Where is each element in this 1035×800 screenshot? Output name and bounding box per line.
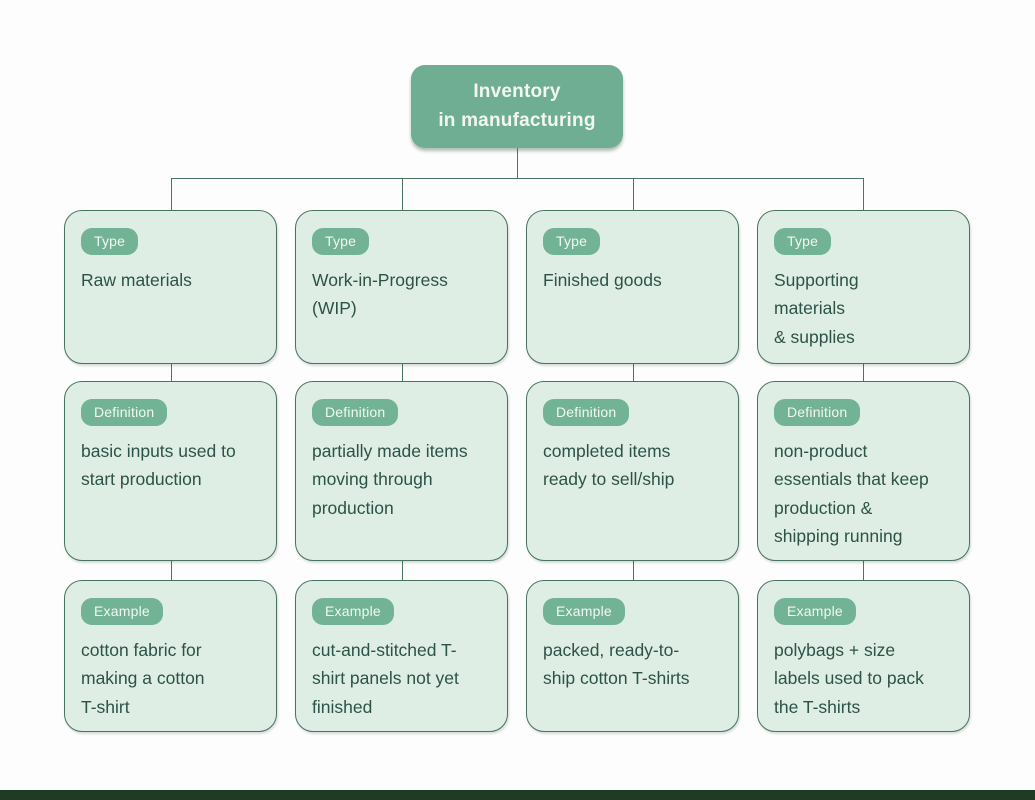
type-badge: Type <box>774 228 832 255</box>
card-text: non-product essentials that keep product… <box>774 441 929 547</box>
type-badge: Type <box>81 228 139 255</box>
card-text: Finished goods <box>543 270 662 290</box>
card-example-raw-materials: Example cotton fabric for making a cotto… <box>64 580 277 732</box>
card-type-supporting-materials: Type Supporting materials & supplies <box>757 210 970 364</box>
connector-col3-row1-row2 <box>632 364 634 381</box>
connector-col3-row2-row3 <box>632 561 634 580</box>
connector-col2-drop <box>401 178 403 210</box>
card-text: polybags + size labels used to pack the … <box>774 640 924 717</box>
card-text: basic inputs used to start production <box>81 441 236 490</box>
card-text: Supporting materials & supplies <box>774 270 859 347</box>
card-type-wip: Type Work-in-Progress (WIP) <box>295 210 508 364</box>
example-badge: Example <box>774 598 856 625</box>
connector-col4-row2-row3 <box>863 561 864 580</box>
card-example-wip: Example cut-and-stitched T- shirt panels… <box>295 580 508 732</box>
card-text: completed items ready to sell/ship <box>543 441 675 490</box>
card-example-finished-goods: Example packed, ready-to- ship cotton T-… <box>526 580 739 732</box>
connector-col3-drop <box>632 178 634 210</box>
card-type-raw-materials: Type Raw materials <box>64 210 277 364</box>
card-text: packed, ready-to- ship cotton T-shirts <box>543 640 690 689</box>
connector-col2-row2-row3 <box>401 561 403 580</box>
example-badge: Example <box>81 598 163 625</box>
connector-col1-row2-row3 <box>170 561 172 580</box>
root-node-inventory: Inventory in manufacturing <box>411 65 623 148</box>
card-example-supporting-materials: Example polybags + size labels used to p… <box>757 580 970 732</box>
definition-badge: Definition <box>774 399 861 426</box>
definition-badge: Definition <box>81 399 168 426</box>
connector-col4-drop <box>863 178 864 210</box>
card-text: Work-in-Progress (WIP) <box>312 270 448 319</box>
footer-accent-bar <box>0 790 1035 800</box>
type-badge: Type <box>543 228 601 255</box>
card-text: cotton fabric for making a cotton T-shir… <box>81 640 205 717</box>
definition-badge: Definition <box>312 399 399 426</box>
card-definition-supporting-materials: Definition non-product essentials that k… <box>757 381 970 561</box>
card-text: cut-and-stitched T- shirt panels not yet… <box>312 640 459 717</box>
card-definition-raw-materials: Definition basic inputs used to start pr… <box>64 381 277 561</box>
connector-col1-drop <box>170 178 172 210</box>
card-definition-wip: Definition partially made items moving t… <box>295 381 508 561</box>
card-text: partially made items moving through prod… <box>312 441 468 518</box>
connector-col1-row1-row2 <box>170 364 172 381</box>
connector-col4-row1-row2 <box>863 364 864 381</box>
example-badge: Example <box>543 598 625 625</box>
root-node-title: Inventory in manufacturing <box>438 81 596 131</box>
card-text: Raw materials <box>81 270 192 290</box>
type-badge: Type <box>312 228 370 255</box>
connector-col2-row1-row2 <box>401 364 403 381</box>
connector-horizontal-bus <box>170 178 864 179</box>
card-definition-finished-goods: Definition completed items ready to sell… <box>526 381 739 561</box>
definition-badge: Definition <box>543 399 630 426</box>
connector-root-stem <box>516 148 518 178</box>
example-badge: Example <box>312 598 394 625</box>
card-type-finished-goods: Type Finished goods <box>526 210 739 364</box>
